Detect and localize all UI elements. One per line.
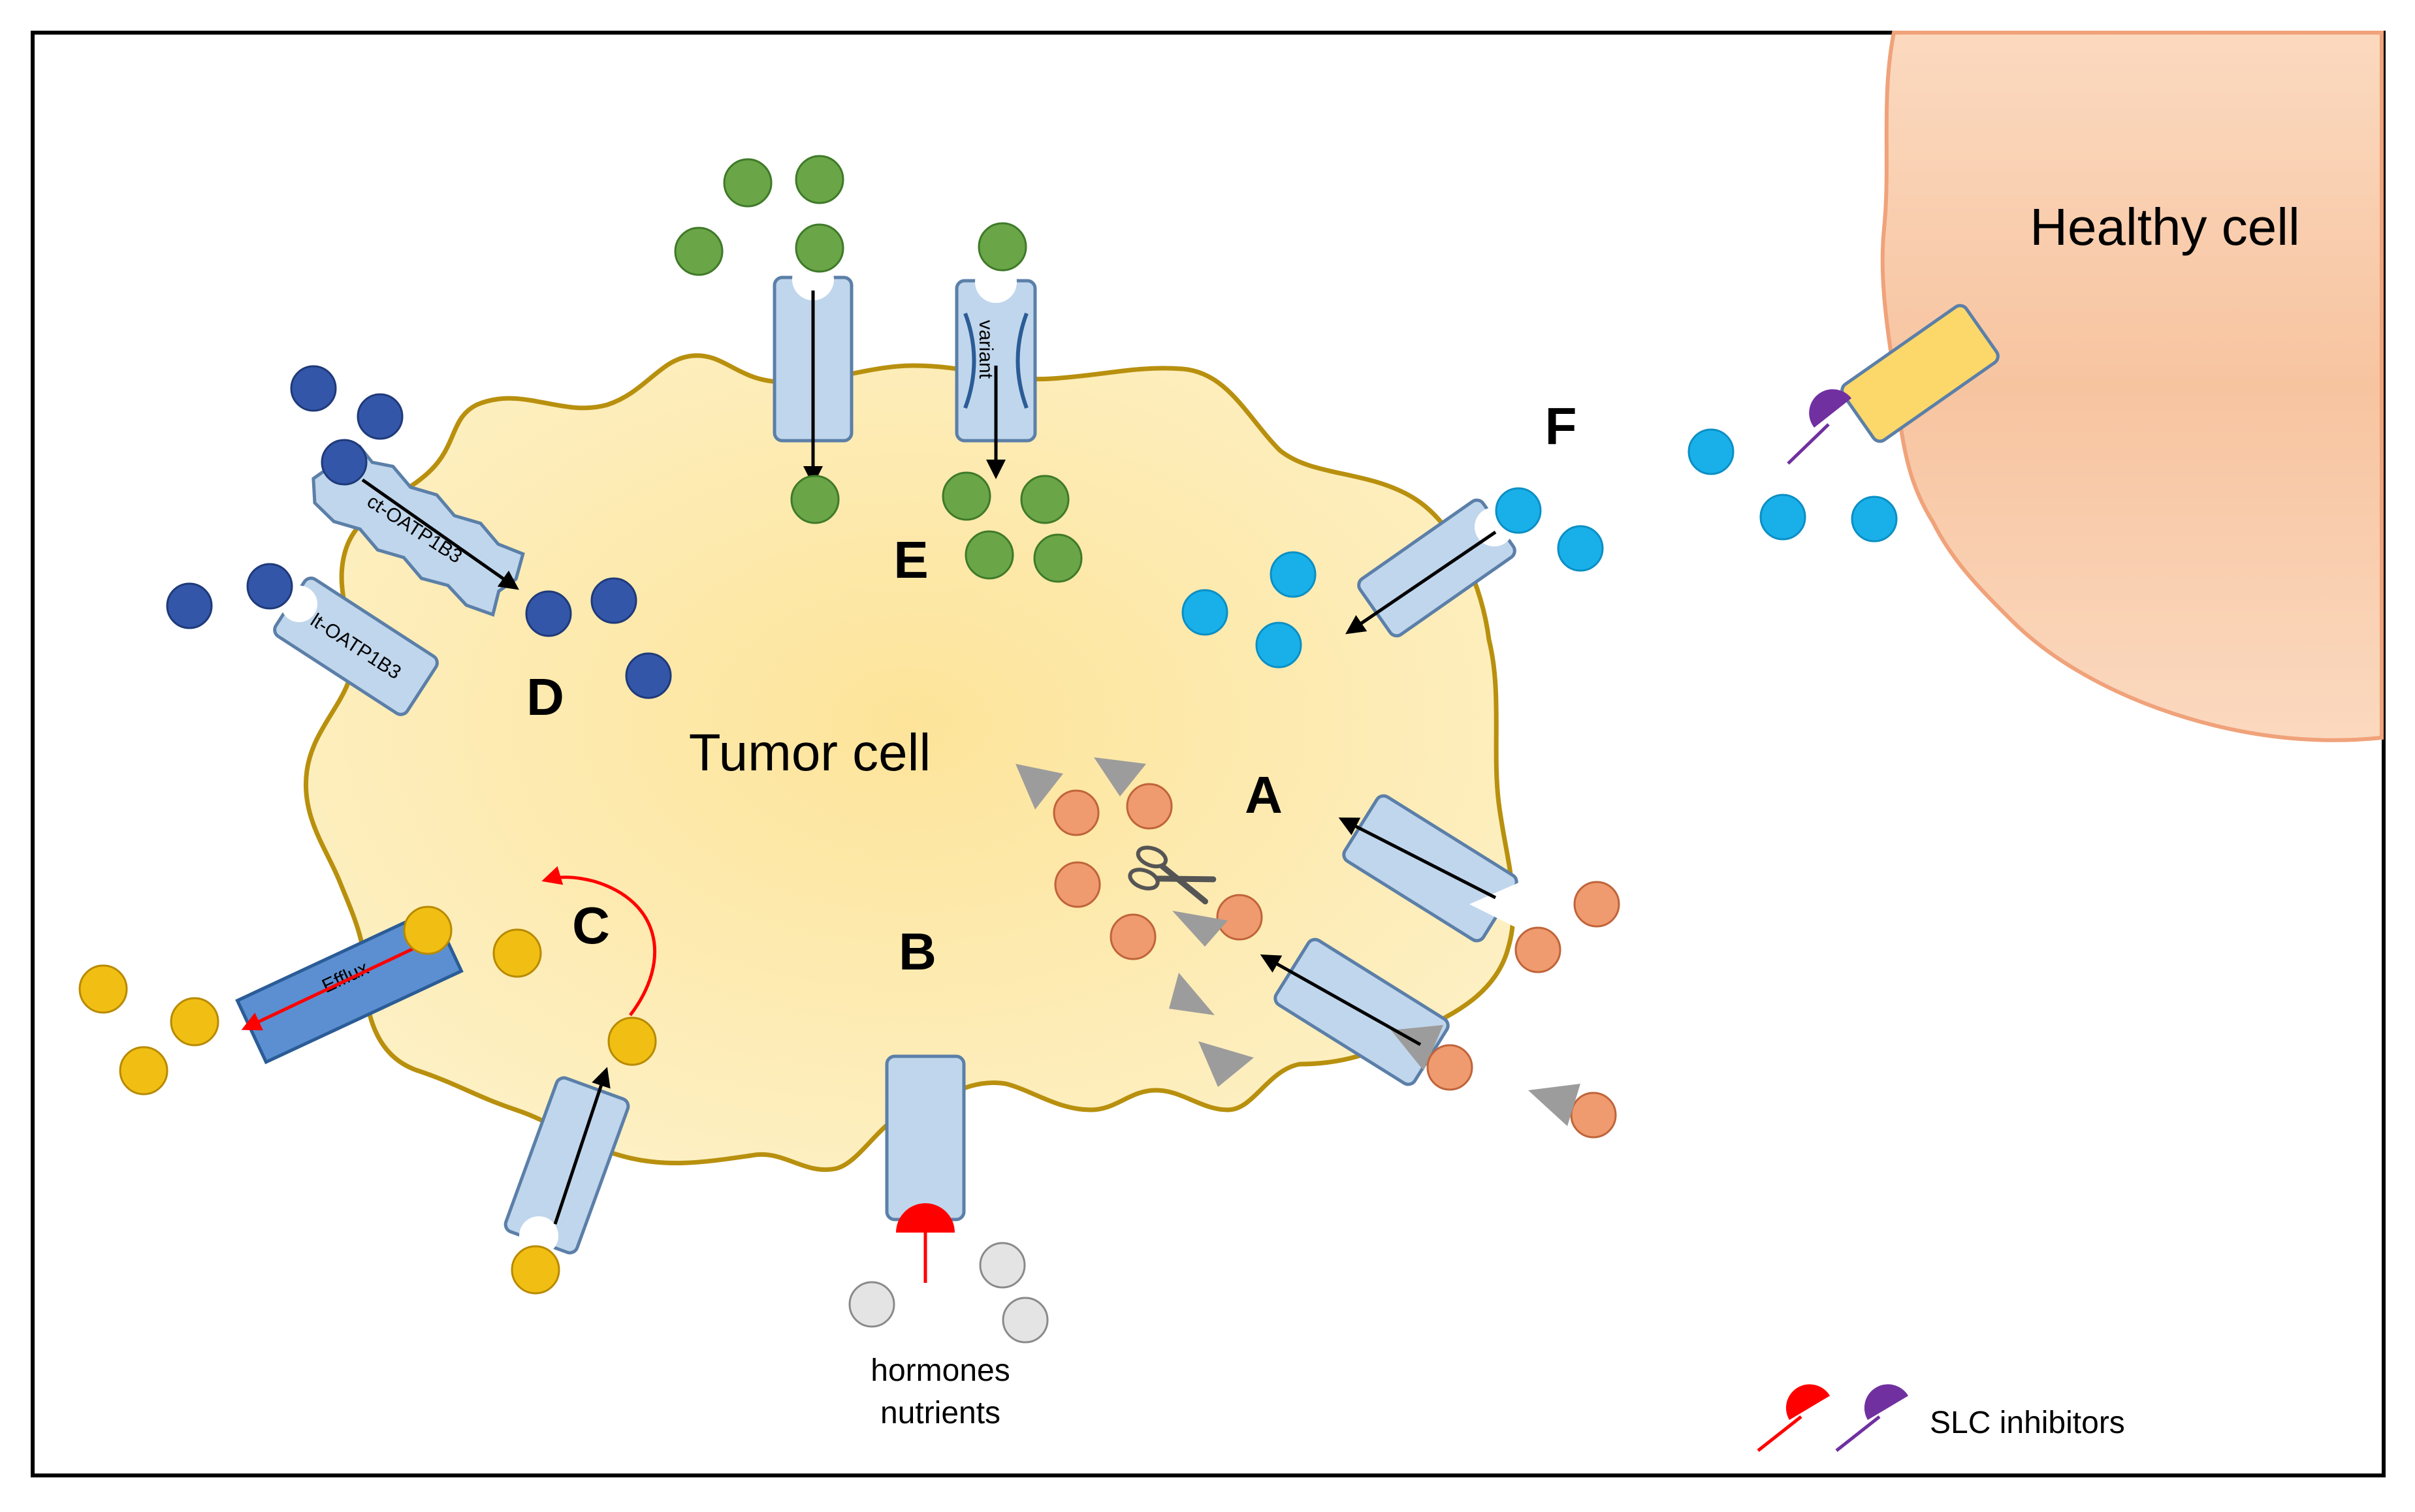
gold-particle	[492, 928, 542, 978]
legend-purple-inhibitor-icon	[1864, 1384, 1908, 1420]
healthy-cell	[1880, 31, 2384, 742]
label-d: D	[526, 668, 564, 726]
gold-particle	[170, 997, 219, 1047]
navy-particle	[321, 439, 368, 486]
navy-particle	[525, 590, 572, 637]
green-particle	[1020, 475, 1070, 524]
label-f: F	[1545, 397, 1577, 455]
gray-triangle	[1528, 1084, 1580, 1126]
gold-particle	[403, 906, 453, 955]
gold-particle	[511, 1245, 560, 1295]
green-particle	[965, 530, 1014, 580]
green-particle	[674, 227, 724, 276]
cyan-particle	[1557, 525, 1604, 572]
section-c: Efflux C	[78, 866, 657, 1295]
gold-particle	[78, 964, 128, 1014]
orange-particle	[1573, 881, 1620, 928]
legend: SLC inhibitors	[1757, 1384, 2125, 1452]
cyan-particle	[1495, 487, 1542, 534]
cyan-particle	[1181, 589, 1228, 636]
orange-particle	[1126, 783, 1173, 830]
green-particle	[795, 223, 844, 273]
orange-particle	[1426, 1044, 1473, 1091]
navy-particle	[590, 577, 637, 624]
gray-triangle	[1172, 911, 1228, 947]
green-particle	[978, 222, 1027, 272]
green-particle	[790, 475, 840, 524]
nutrients-label: nutrients	[880, 1396, 1000, 1430]
transporter-healthy	[1840, 304, 2000, 443]
purple-inhibitor-f	[1809, 389, 1851, 428]
section-a: A	[1016, 757, 1620, 1139]
navy-particle	[357, 393, 404, 440]
recycle-arrow	[541, 866, 657, 1016]
orange-particle	[1216, 894, 1263, 941]
green-particle	[942, 471, 991, 521]
orange-particle	[1053, 789, 1100, 836]
label-b: B	[899, 922, 936, 981]
variant-label: variant	[975, 320, 997, 379]
legend-red-inhibitor-icon	[1785, 1384, 1830, 1420]
orange-particle	[1110, 913, 1157, 960]
orange-particle	[1514, 926, 1561, 973]
gray-triangle	[1094, 757, 1146, 796]
cyan-particle	[1687, 428, 1735, 475]
gray-triangle	[1198, 1041, 1254, 1087]
cyan-particle	[1759, 494, 1806, 541]
navy-particle	[290, 365, 337, 412]
navy-particle	[166, 582, 213, 629]
green-particle	[795, 155, 844, 204]
navy-particle	[625, 652, 672, 699]
label-a: A	[1245, 766, 1283, 824]
gray-triangle	[1016, 764, 1063, 810]
scissors-icon	[1128, 845, 1217, 905]
gold-particle	[119, 1046, 168, 1095]
cyan-particle	[1270, 551, 1317, 598]
gray-particle	[848, 1281, 895, 1328]
transporter-b	[885, 1054, 966, 1221]
healthy-cell-label: Healthy cell	[2030, 198, 2300, 256]
transporter-ct-oatp1b3	[312, 442, 525, 617]
label-c: C	[572, 896, 610, 954]
red-inhibitor-b	[896, 1203, 955, 1233]
section-e: variant E	[674, 155, 1083, 589]
tumor-cell-label: Tumor cell	[689, 723, 931, 781]
section-f: F	[1181, 304, 2000, 669]
green-particle	[723, 158, 773, 208]
label-e: E	[893, 531, 928, 589]
navy-particle	[246, 563, 293, 610]
legend-label: SLC inhibitors	[1930, 1406, 2125, 1440]
section-b: hormones nutrients B	[848, 922, 1049, 1430]
orange-particle	[1570, 1092, 1617, 1139]
gray-particle	[979, 1242, 1026, 1289]
orange-particle	[1054, 861, 1101, 908]
green-particle	[1033, 533, 1083, 583]
hormones-label: hormones	[871, 1353, 1010, 1388]
gray-triangle	[1169, 973, 1215, 1015]
gold-particle	[607, 1016, 657, 1066]
gray-particle	[1002, 1297, 1049, 1344]
cyan-particle	[1255, 622, 1302, 669]
cyan-particle	[1851, 496, 1898, 543]
